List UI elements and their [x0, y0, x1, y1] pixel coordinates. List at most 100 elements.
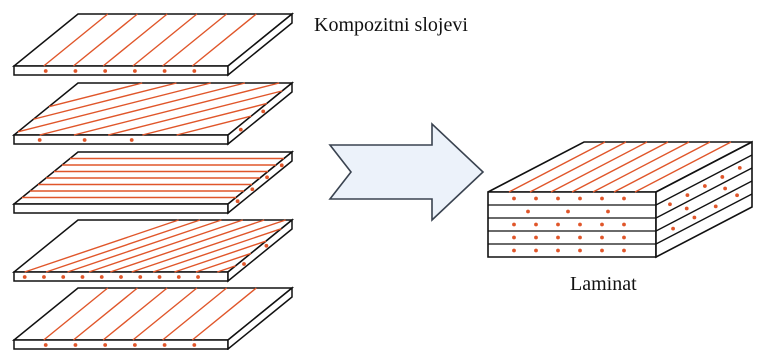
fiber-dot [606, 209, 610, 214]
fiber-dot [73, 343, 78, 347]
fiber-line [39, 82, 246, 136]
fiber-line [571, 141, 669, 193]
fiber-line [176, 115, 252, 136]
fiber-line [550, 141, 648, 193]
fiber-dot [566, 209, 570, 214]
fiber-dot [138, 275, 143, 279]
fiber-dot [82, 138, 87, 142]
laminate-side-face [655, 140, 753, 259]
fiber-dot [22, 275, 27, 279]
fiber-dot [692, 215, 697, 220]
fiber-dot [600, 222, 604, 227]
ply-3 [11, 150, 295, 215]
fiber-line [132, 287, 198, 341]
fiber-dot [600, 235, 604, 240]
fiber-line [195, 252, 252, 273]
ply-side-face [227, 286, 293, 350]
fiber-line [191, 13, 257, 67]
fiber-dot [713, 204, 718, 209]
fiber-line [508, 141, 606, 193]
fiber-line [174, 240, 267, 273]
fiber-dot [622, 196, 626, 201]
fiber-dot [668, 202, 672, 207]
layer-line [655, 167, 753, 219]
fiber-dot [556, 222, 560, 227]
fiber-dot [103, 343, 108, 347]
fiber-dot [43, 343, 48, 347]
fiber-line [131, 219, 286, 273]
fiber-line [102, 287, 168, 341]
fiber-dot [702, 184, 707, 188]
fiber-dot [43, 69, 48, 73]
ply-top-face [11, 287, 295, 341]
fiber-line [191, 287, 257, 341]
fiber-dot [265, 175, 269, 180]
ply-front-face [13, 134, 229, 145]
fiber-dot [73, 69, 78, 73]
fiber-line [162, 287, 228, 341]
fiber-line [132, 13, 198, 67]
fiber-dot [235, 199, 240, 204]
fiber-dot [556, 196, 560, 201]
fiber-dot [622, 222, 626, 227]
fiber-dot [512, 235, 516, 240]
laminate-block [487, 140, 753, 259]
fiber-dot [250, 187, 255, 192]
fiber-dot [578, 235, 582, 240]
fiber-dot [735, 193, 739, 198]
laminate-label: Laminat [570, 273, 637, 295]
fiber-dot [264, 243, 269, 248]
fiber-dot [157, 275, 162, 279]
fiber-line [102, 13, 168, 67]
fiber-line [73, 82, 280, 136]
ply-4 [11, 218, 295, 283]
ply-side-face [227, 12, 293, 77]
fiber-dot [723, 186, 728, 191]
fiber-dot [61, 275, 66, 279]
ply-side-face [227, 150, 293, 215]
fiber-dot [671, 226, 675, 231]
fiber-line [73, 287, 138, 341]
fiber-line [142, 102, 267, 136]
fiber-dot [600, 248, 604, 253]
fiber-dot [512, 248, 516, 253]
layer-line [655, 154, 753, 206]
fiber-dot [534, 235, 538, 240]
fiber-line [592, 141, 690, 193]
fiber-dot [578, 248, 582, 253]
fiber-line [17, 82, 211, 133]
fiber-line [33, 82, 177, 120]
fiber-dot [37, 138, 42, 142]
layer-line [655, 180, 753, 232]
fiber-line [88, 219, 244, 273]
fiber-line [43, 13, 109, 67]
fiber-dot [512, 196, 516, 201]
fiber-dot [526, 209, 530, 214]
fiber-dot [42, 275, 46, 279]
layer-line [655, 193, 753, 245]
fiber-dot [80, 275, 85, 279]
fiber-dot [162, 343, 167, 347]
fiber-line [162, 13, 228, 67]
fiber-dot [556, 235, 560, 240]
ply-front-face [13, 203, 229, 214]
fiber-dot [261, 109, 266, 114]
fiber-dot [578, 222, 582, 227]
fiber-dot [600, 196, 604, 201]
fiber-dot [162, 69, 167, 73]
fiber-dot [132, 69, 137, 73]
fiber-dot [192, 69, 197, 73]
fiber-line [24, 219, 179, 273]
fiber-dot [99, 275, 104, 279]
fiber-dot [242, 262, 246, 266]
fiber-dot [578, 196, 582, 201]
fiber-line [217, 265, 236, 273]
fiber-dot [534, 196, 538, 201]
fiber-dot [684, 206, 689, 211]
fiber-line [73, 13, 138, 67]
fiber-line [45, 219, 201, 273]
fiber-line [48, 82, 143, 108]
fiber-dot [119, 275, 123, 279]
fiber-line [613, 141, 711, 193]
fiber-dot [622, 235, 626, 240]
